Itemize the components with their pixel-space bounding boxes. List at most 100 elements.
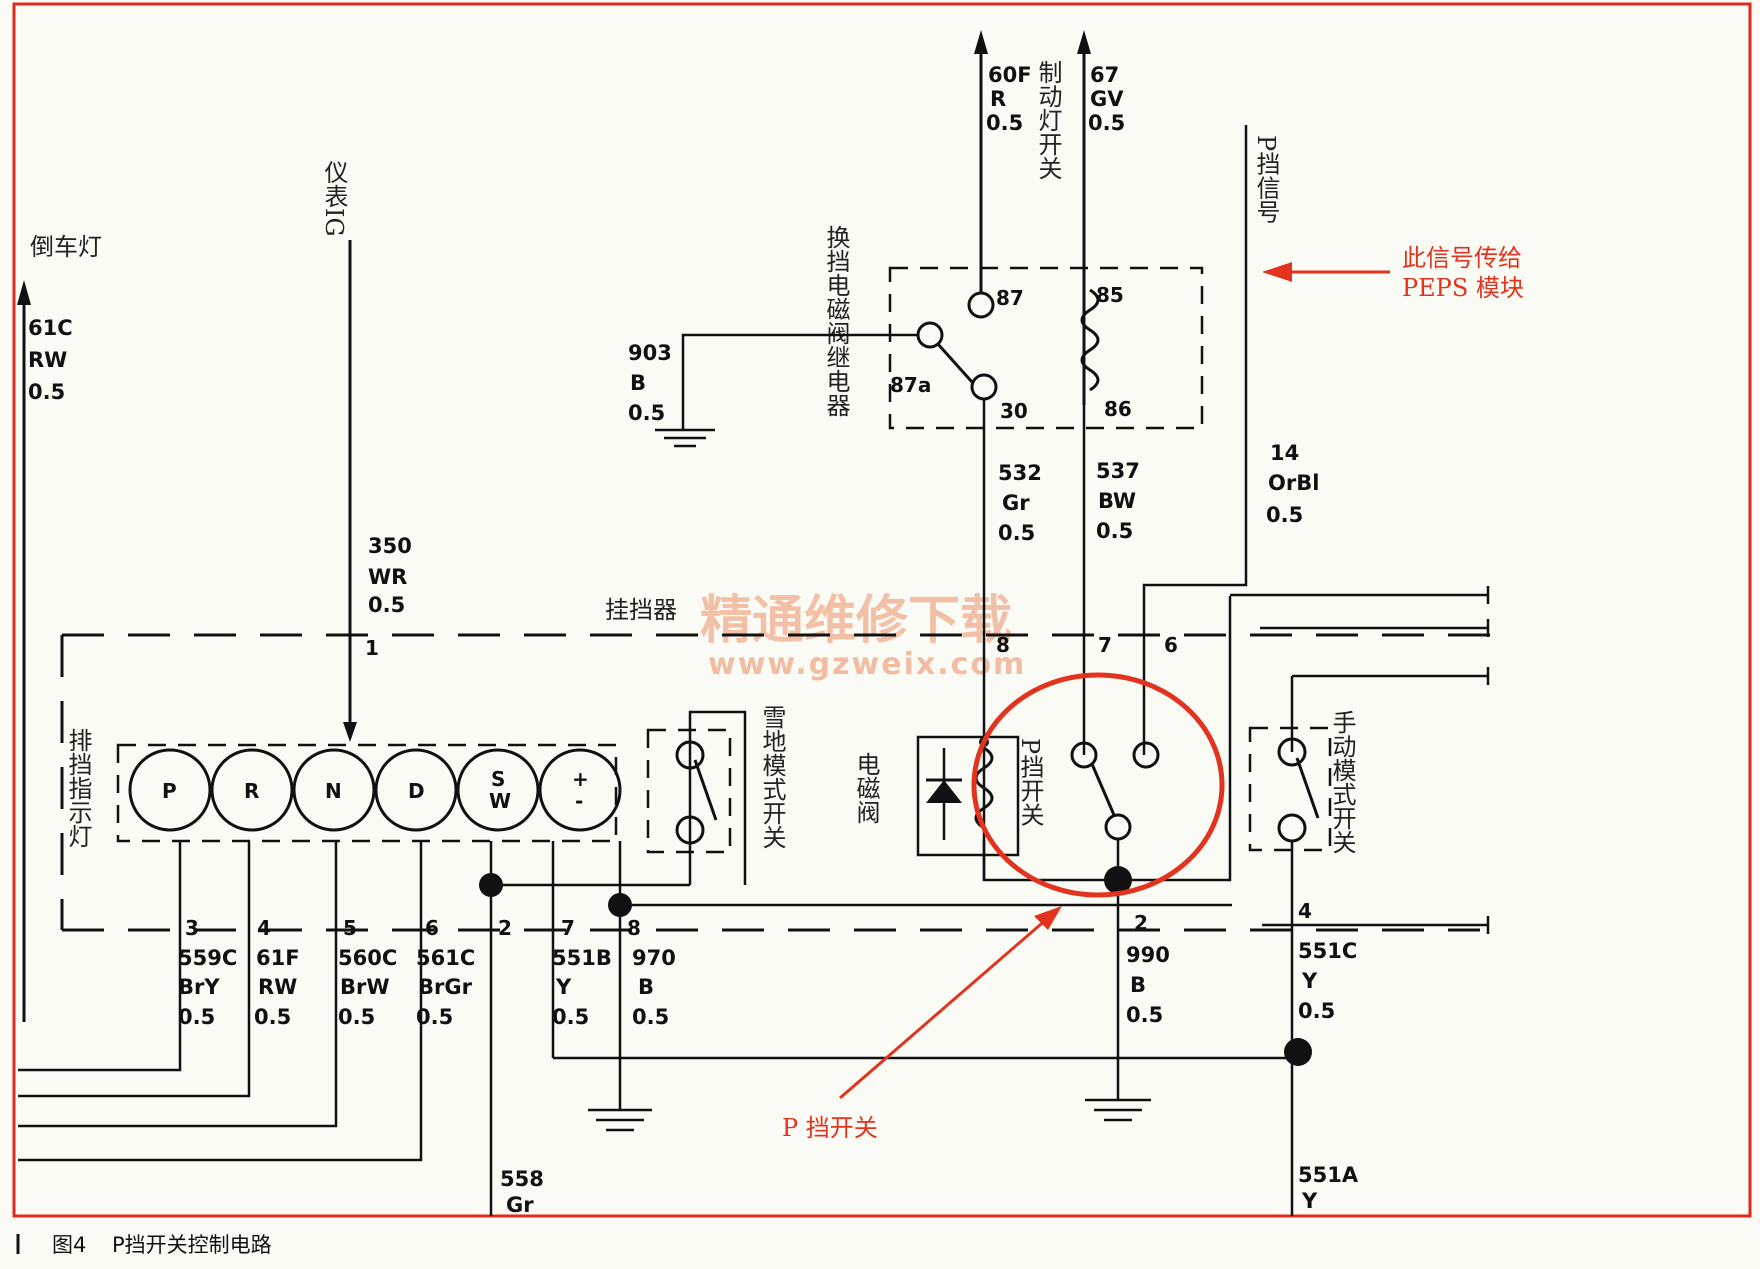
wire-551b-gauge: 0.5 bbox=[552, 1005, 589, 1029]
gear-p-label: P bbox=[162, 779, 177, 803]
gear-plus-label: + bbox=[572, 767, 589, 791]
relay-label: 换挡电磁阀继电器 bbox=[822, 225, 850, 417]
pin-1: 1 bbox=[365, 636, 379, 660]
wire-970-gauge: 0.5 bbox=[632, 1005, 669, 1029]
wire-551a-code: 551A bbox=[1298, 1163, 1359, 1187]
gear-n-label: N bbox=[325, 779, 342, 803]
wire-537-color: BW bbox=[1098, 489, 1136, 513]
wire-560c-color: BrW bbox=[340, 975, 390, 999]
wire-558-color: Gr bbox=[506, 1193, 534, 1217]
gear-selector-boundary: 挂挡器 1 bbox=[60, 596, 1500, 932]
wire-61c-gauge: 0.5 bbox=[28, 380, 65, 404]
diagram-frame bbox=[12, 2, 1752, 1218]
caption-title: P挡开关控制电路 bbox=[112, 1233, 272, 1257]
gear-minus-label: - bbox=[575, 789, 583, 813]
watermark-url: www.gzweix.com bbox=[708, 647, 1026, 682]
wire-990-color: B bbox=[1130, 973, 1146, 997]
ground-970 bbox=[588, 1108, 652, 1132]
caption-number: 图4 bbox=[52, 1233, 86, 1257]
wire-60f: 60F R 0.5 bbox=[974, 30, 1032, 293]
pin-4: 4 bbox=[257, 916, 271, 940]
gear-lamps: P R N D S W + - bbox=[128, 748, 622, 832]
gear-r-label: R bbox=[244, 779, 259, 803]
wire-350-gauge: 0.5 bbox=[368, 593, 405, 617]
wire-14-gauge: 0.5 bbox=[1266, 503, 1303, 527]
brake-switch-label: 制动灯开关 bbox=[1034, 60, 1062, 180]
pin-30: 30 bbox=[1000, 399, 1028, 423]
wire-61f-color: RW bbox=[258, 975, 297, 999]
wire-560c-code: 560C bbox=[338, 946, 397, 970]
lamp-d bbox=[374, 748, 458, 832]
peps-label-line2: PEPS 模块 bbox=[1402, 274, 1524, 302]
p-switch-highlight bbox=[971, 672, 1225, 898]
meter-ig-label: 仪表IG bbox=[320, 160, 348, 237]
wire-558-code: 558 bbox=[500, 1167, 544, 1191]
lamp-n bbox=[292, 748, 376, 832]
wire-559c-code: 559C bbox=[178, 946, 237, 970]
lamp-output-wires bbox=[18, 841, 1312, 1216]
wire-903-code: 903 bbox=[628, 341, 672, 365]
wire-60f-code: 60F bbox=[988, 63, 1032, 87]
wire-561c-gauge: 0.5 bbox=[416, 1005, 453, 1029]
lamp-r bbox=[210, 748, 294, 832]
wire-60f-gauge: 0.5 bbox=[986, 111, 1023, 135]
wire-61f-code: 61F bbox=[256, 946, 300, 970]
meter-ig-wire: 仪表IG 350 WR 0.5 bbox=[320, 160, 412, 742]
wire-990-code: 990 bbox=[1126, 943, 1170, 967]
snow-mode-switch: 雪地模式开关 bbox=[646, 705, 786, 885]
wire-990-gauge: 0.5 bbox=[1126, 1003, 1163, 1027]
wire-970-code: 970 bbox=[632, 946, 676, 970]
manual-mode-label: 手动模式开关 bbox=[1328, 710, 1356, 854]
pin-2-right: 2 bbox=[1134, 911, 1148, 935]
right-harness-lines bbox=[1230, 586, 1490, 934]
shift-indicator-block: 排挡指示灯 P R N D S W + - bbox=[64, 728, 622, 848]
wire-61c-code: 61C bbox=[28, 316, 73, 340]
peps-label-line1: 此信号传给 bbox=[1402, 244, 1522, 272]
manual-mode-switch: 手动模式开关 4 551C Y 0.5 551A Y bbox=[1248, 676, 1359, 1216]
wire-559c-gauge: 0.5 bbox=[178, 1005, 215, 1029]
pin-4-right: 4 bbox=[1298, 899, 1312, 923]
pin-3: 3 bbox=[185, 916, 199, 940]
gear-s-label: S bbox=[491, 767, 505, 791]
wire-559c-color: BrY bbox=[178, 975, 220, 999]
p-switch-inner-label: P挡开关 bbox=[1016, 738, 1044, 826]
wire-903: 903 B 0.5 bbox=[628, 333, 918, 448]
wire-551b-code: 551B bbox=[552, 946, 612, 970]
solenoid-valve: 电磁阀 bbox=[852, 735, 1118, 882]
wire-67-gauge: 0.5 bbox=[1088, 111, 1125, 135]
pin-85: 85 bbox=[1096, 283, 1124, 307]
pin-7-top: 7 bbox=[1098, 633, 1112, 657]
wire-551a-color: Y bbox=[1301, 1189, 1318, 1213]
wire-551c-color: Y bbox=[1301, 969, 1318, 993]
pin-86: 86 bbox=[1104, 397, 1132, 421]
p-switch-callout-label: P 挡开关 bbox=[782, 1114, 878, 1142]
shift-solenoid-relay: 换挡电磁阀继电器 87 85 87a 30 86 bbox=[822, 225, 1204, 430]
gear-w-label: W bbox=[489, 789, 511, 813]
gear-d-label: D bbox=[408, 779, 425, 803]
lamp-sw bbox=[456, 748, 540, 832]
wires-532-537: 8 7 6 532 Gr 0.5 537 BW 0.5 bbox=[982, 399, 1178, 880]
watermark-title: 精通维修下载 bbox=[700, 590, 1012, 651]
wire-537-gauge: 0.5 bbox=[1096, 519, 1133, 543]
p-signal-label: P挡信号 bbox=[1252, 135, 1280, 223]
wire-67-color: GV bbox=[1090, 87, 1124, 111]
pin-2: 2 bbox=[498, 916, 512, 940]
wire-551c-gauge: 0.5 bbox=[1298, 999, 1335, 1023]
wire-903-color: B bbox=[630, 371, 646, 395]
wire-537-code: 537 bbox=[1096, 459, 1140, 483]
wire-61c-color: RW bbox=[28, 348, 67, 372]
pin-5: 5 bbox=[343, 916, 357, 940]
pin-8-top: 8 bbox=[996, 633, 1010, 657]
pin-87: 87 bbox=[996, 286, 1024, 310]
lamp-p bbox=[128, 748, 212, 832]
gear-selector-label: 挂挡器 bbox=[605, 596, 677, 624]
reverse-light-wire: 倒车灯 61C RW 0.5 bbox=[17, 233, 102, 1022]
wire-903-gauge: 0.5 bbox=[628, 401, 665, 425]
wire-67: 制动灯开关 67 GV 0.5 bbox=[1034, 30, 1125, 405]
shift-indicator-label: 排挡指示灯 bbox=[64, 728, 92, 848]
wire-67-code: 67 bbox=[1090, 63, 1119, 87]
solenoid-label: 电磁阀 bbox=[852, 752, 880, 824]
pin-87a: 87a bbox=[890, 373, 931, 397]
wire-532-color: Gr bbox=[1002, 491, 1030, 515]
